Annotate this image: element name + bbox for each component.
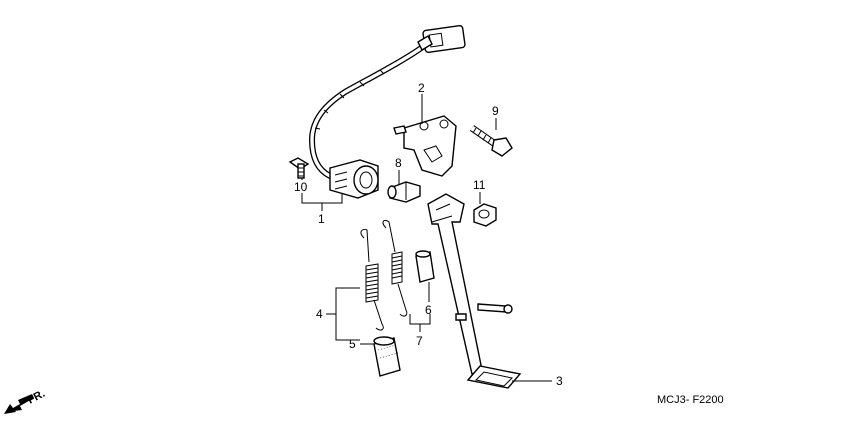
collar-5 [373,336,401,377]
front-label: FR. [26,388,47,407]
callout-6: 6 [425,303,432,317]
side-stand-switch [329,159,379,199]
switch-pin-8 [387,181,421,203]
bolt-9 [470,125,513,157]
callout-3: 3 [556,374,563,388]
callout-1: 1 [318,212,325,226]
callout-11: 11 [473,178,486,192]
callout-7: 7 [416,334,423,348]
callout-2: 2 [418,81,425,95]
callout-5: 5 [349,337,356,351]
collar-6 [415,250,435,283]
callout-8: 8 [395,156,402,170]
callout-10: 10 [294,180,308,194]
stand-spring-large [360,229,384,331]
stand-bracket [393,115,457,177]
side-stand-switch-harness [308,25,466,179]
front-arrow-icon [4,394,34,414]
callout-leaders [301,94,552,382]
diagram-code: MCJ3- F2200 [657,394,724,406]
nut-11 [473,203,497,227]
bolt-10 [288,157,310,179]
stand-spring-small [382,219,408,317]
callout-4: 4 [316,307,323,321]
callout-9: 9 [492,104,499,118]
side-stand [427,193,522,389]
